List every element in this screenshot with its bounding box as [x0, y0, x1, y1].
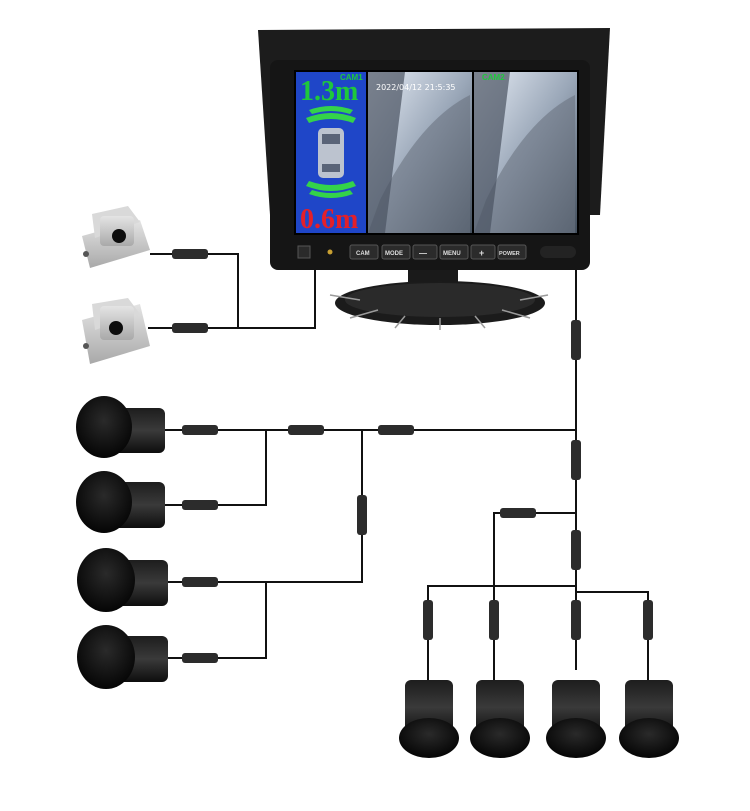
distance-readout-rear: 0.6m [300, 204, 358, 235]
power-button[interactable]: POWER [498, 245, 526, 259]
cam1-label: CAM1 [340, 73, 363, 82]
silver-camera-2 [82, 298, 150, 364]
date-timestamp: 2022/04/12 21:5:35 [376, 83, 456, 92]
plus-button[interactable]: + [471, 245, 495, 259]
lens-icon [112, 229, 126, 243]
lens-icon [109, 321, 123, 335]
parking-sensor-left-1 [76, 396, 165, 458]
menu-button-label: MENU [443, 251, 461, 257]
parking-sensor-bottom-2 [470, 680, 530, 758]
cam-button[interactable]: CAM [350, 245, 378, 259]
mode-button[interactable]: MODE [382, 245, 410, 259]
menu-button[interactable]: MENU [440, 245, 468, 259]
monitor-stand [330, 262, 548, 330]
monitor-screen: 1.3m 0.6m CAM1 2022/04/12 21:5:35 [294, 70, 579, 235]
parking-sensor-bottom-1 [399, 680, 459, 758]
minus-button[interactable]: — [413, 245, 437, 259]
silver-camera-1 [82, 206, 150, 268]
parking-sensor-bottom-4 [619, 680, 679, 758]
parking-sensor-left-3 [77, 548, 168, 612]
cam-button-label: CAM [356, 251, 370, 257]
vehicle-top-view-icon [318, 128, 344, 178]
power-led-icon [328, 250, 333, 255]
power-button-label: POWER [499, 251, 520, 257]
parking-sensor-bottom-3 [546, 680, 606, 758]
parking-sensor-left-2 [76, 471, 165, 533]
speaker-grille [540, 246, 576, 258]
monitor: 1.3m 0.6m CAM1 2022/04/12 21:5:35 [258, 28, 610, 330]
cam2-label: CAM2 [482, 73, 505, 82]
plus-button-label: + [479, 248, 484, 258]
parking-sensor-left-4 [77, 625, 168, 689]
minus-button-label: — [419, 249, 427, 258]
mode-button-label: MODE [385, 251, 403, 257]
